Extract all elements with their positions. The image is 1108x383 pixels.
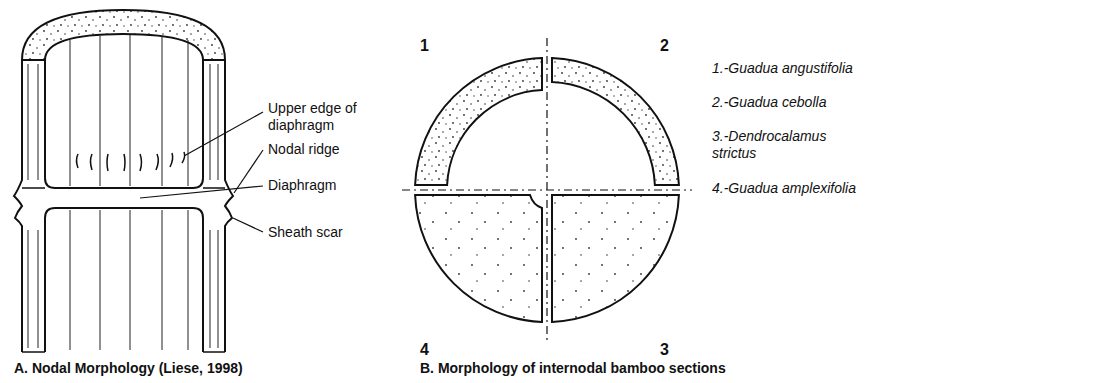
part-label: Sheath scar (268, 224, 408, 241)
cavity-streaks (28, 35, 218, 350)
part-label: Upper edge of diaphragm (268, 100, 408, 134)
species-label: 2.-Guadua cebolla (712, 94, 962, 111)
species-label: 3.-Dendrocalamus strictus (712, 128, 862, 162)
section-axes (402, 38, 692, 344)
species-label: 1.-Guadua angustifolia (712, 60, 962, 77)
callout-number: 3 (660, 340, 680, 359)
diaphragm-edge-marks (77, 152, 185, 171)
bamboo-node (14, 10, 233, 352)
species-label: 4.-Guadua amplexifolia (712, 180, 962, 197)
culm-sections (415, 58, 679, 322)
panel-caption: A. Nodal Morphology (Liese, 1998) (14, 360, 394, 377)
callout-number: 2 (660, 36, 680, 55)
part-label: Nodal ridge (268, 141, 408, 158)
callout-number: 4 (420, 340, 440, 359)
part-label: Diaphragm (268, 177, 408, 194)
leader-lines (140, 112, 263, 232)
panel-caption: B. Morphology of internodal bamboo secti… (420, 360, 840, 377)
callout-number: 1 (420, 36, 440, 55)
